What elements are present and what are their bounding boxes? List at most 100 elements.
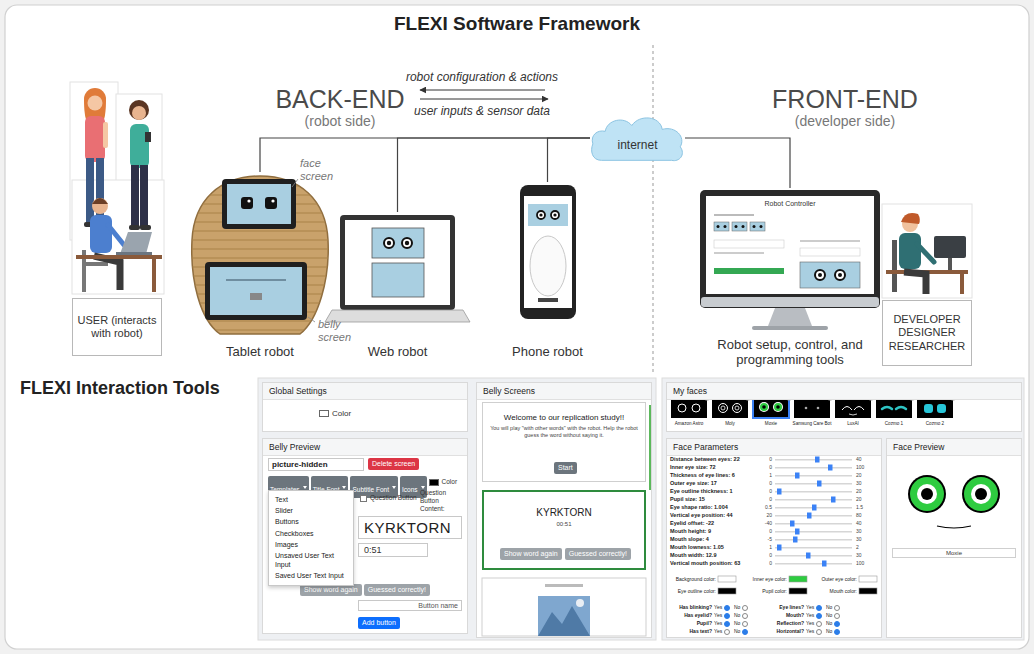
slider-label: Thickness of eye lines: 6 [670,472,758,479]
callout-label: face screen [300,157,342,183]
slider-tracks [775,515,852,517]
section-subheading: (robot side) [250,113,430,130]
node-label: Checkboxes [269,528,353,539]
slider-max: 20 [856,488,878,494]
actor-box: DEVELOPER DESIGNER RESEARCHER [882,300,972,366]
slider-label: Vertical mouth position: 63 [670,560,758,567]
user-illustration [76,255,162,259]
node-label: KYRKTORN [488,507,640,518]
screenshot-background [662,378,1024,640]
user-illustration [103,122,108,148]
monitor-illustration [752,326,828,330]
figure-card [5,5,1029,649]
section-title: FLEXI Interaction Tools [20,378,220,400]
screen-card-partial [649,405,651,490]
color-label: Background color: [668,576,716,582]
slider-tracks [775,539,852,541]
user-illustration [108,225,124,245]
slider-thumbs [777,457,836,567]
face-preview-drawing [910,477,944,511]
monitor-illustration [714,252,764,254]
tablet-robot-illustration [271,199,274,202]
slider-min: 0 [756,488,772,494]
developer-illustration [901,213,920,224]
slider-max: 30 [856,552,878,558]
monitor-illustration [732,222,747,231]
node-label: You will play "with other words" with th… [487,425,641,439]
developer-illustration [882,204,972,298]
slider-tracks [775,555,852,557]
slider-label: Pupil size: 15 [670,496,758,503]
face-thumbnails [794,398,830,418]
monitor-illustration [724,225,727,228]
face-name: LuxAI [833,421,874,427]
add-button: Add button [358,617,400,629]
developer-illustration [904,272,926,294]
monitor-illustration [700,190,880,330]
faces-panel: My faces [666,382,1022,432]
monitor-illustration [760,225,763,228]
developer-illustration [917,244,934,262]
face-thumbnails [773,402,783,412]
actor-box: USER (interacts with robot) [72,298,162,356]
callout-label: belly screen [318,318,360,344]
diagram-title: FLEXI Software Framework [0,13,1034,35]
slider-thumbs [831,497,836,503]
slider-max: 100 [856,560,878,566]
screen-card: Show word againGuessed correctly!KYRKTOR… [482,490,646,570]
node-label: Slider [269,505,353,516]
phone-robot-illustration [539,213,542,216]
slider-max: 30 [856,480,878,486]
tablet-robot-illustration [227,184,291,224]
face-preview-drawing [937,526,971,528]
user-illustration [145,132,151,142]
slider-min: 0 [756,480,772,486]
color-label: Inner eye color: [739,576,787,582]
slider-thumbs [793,537,798,543]
node-label: DEVELOPER DESIGNER RESEARCHER [886,313,968,353]
connector-line [398,138,591,212]
node-label: internet [617,138,657,152]
phone-robot-illustration [537,211,545,219]
monitor-illustration [800,240,860,242]
screenshot-background [886,438,1022,638]
slider-thumbs [817,481,822,487]
node-label: Guessed correctly! [368,586,426,594]
monitor-illustration [714,268,784,274]
monitor-illustration [753,225,756,228]
user-illustration [84,88,106,110]
radio-option: Yes [714,628,730,635]
user-illustration [85,116,105,162]
slider-thumbs [795,473,800,479]
user-illustration [152,259,156,292]
slider-thumbs [777,545,782,551]
radio-option: Yes [806,604,822,611]
face-thumbnails [762,405,766,409]
slider-tracks [775,467,852,469]
color-swatches [718,576,736,582]
option-label: Reflection? [756,620,804,626]
face-thumbnails [835,398,871,418]
face-thumbnails [817,407,820,410]
connector-line [548,138,591,182]
face-thumbnails [842,407,864,411]
option-label: Has blinking? [664,604,712,610]
section-subheading: (developer side) [745,113,945,130]
slider-tracks [775,459,852,565]
tablet-robot-illustration [222,179,296,229]
face-thumbnails [678,404,686,412]
slider-tracks [775,531,852,533]
face-thumbnails [671,398,707,418]
radio-option: No [734,620,748,627]
radio-option: Yes [714,604,730,611]
web-robot-illustration [402,238,412,248]
slider-thumbs [815,457,820,463]
color-swatches [718,588,736,594]
slider-label: Mouth width: 12.9 [670,552,758,559]
node-label: Start [558,464,573,472]
node-label: Moxie [894,550,1014,556]
slider-min: 0 [756,552,772,558]
flow-arrow [420,99,548,100]
monitor-illustration [717,225,720,228]
radio-option: No [826,604,840,611]
